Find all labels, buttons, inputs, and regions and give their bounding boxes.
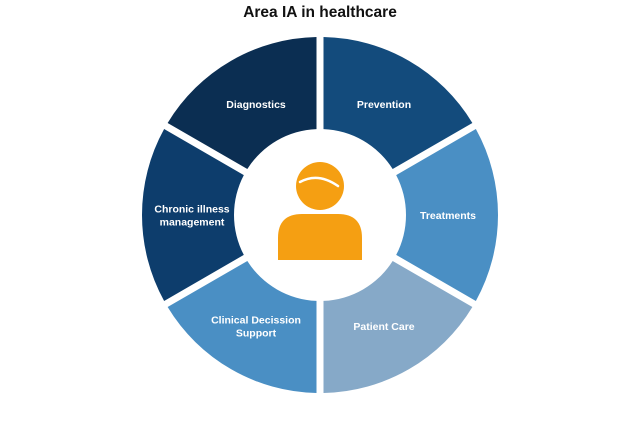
segment-clinical-decission-support (167, 260, 317, 393)
person-body (278, 214, 362, 260)
segment-treatments (396, 129, 498, 301)
segment-label-line: Clinical Decission (211, 314, 301, 326)
segment-chronic-illness-management (142, 129, 244, 301)
segment-label-line: management (160, 217, 225, 229)
segment-label-prevention: Prevention (357, 99, 411, 111)
page-title: Area IA in healthcare (243, 4, 397, 21)
person-icon (278, 162, 362, 260)
segment-diagnostics (167, 37, 317, 170)
segment-label-line: Support (236, 327, 277, 339)
segment-prevention (323, 37, 473, 170)
segment-label-line: Diagnostics (226, 99, 286, 111)
segment-label-line: Prevention (357, 99, 411, 111)
person-hair-line (298, 176, 340, 188)
segment-label-line: Chronic illness (154, 204, 229, 216)
segment-label-diagnostics: Diagnostics (226, 99, 286, 111)
segment-label-line: Patient Care (353, 321, 414, 333)
person-head (296, 162, 344, 210)
segment-label-treatments: Treatments (420, 210, 476, 222)
segment-label-line: Treatments (420, 210, 476, 222)
segment-label-patient-care: Patient Care (353, 321, 414, 333)
segment-patient-care (323, 260, 473, 393)
